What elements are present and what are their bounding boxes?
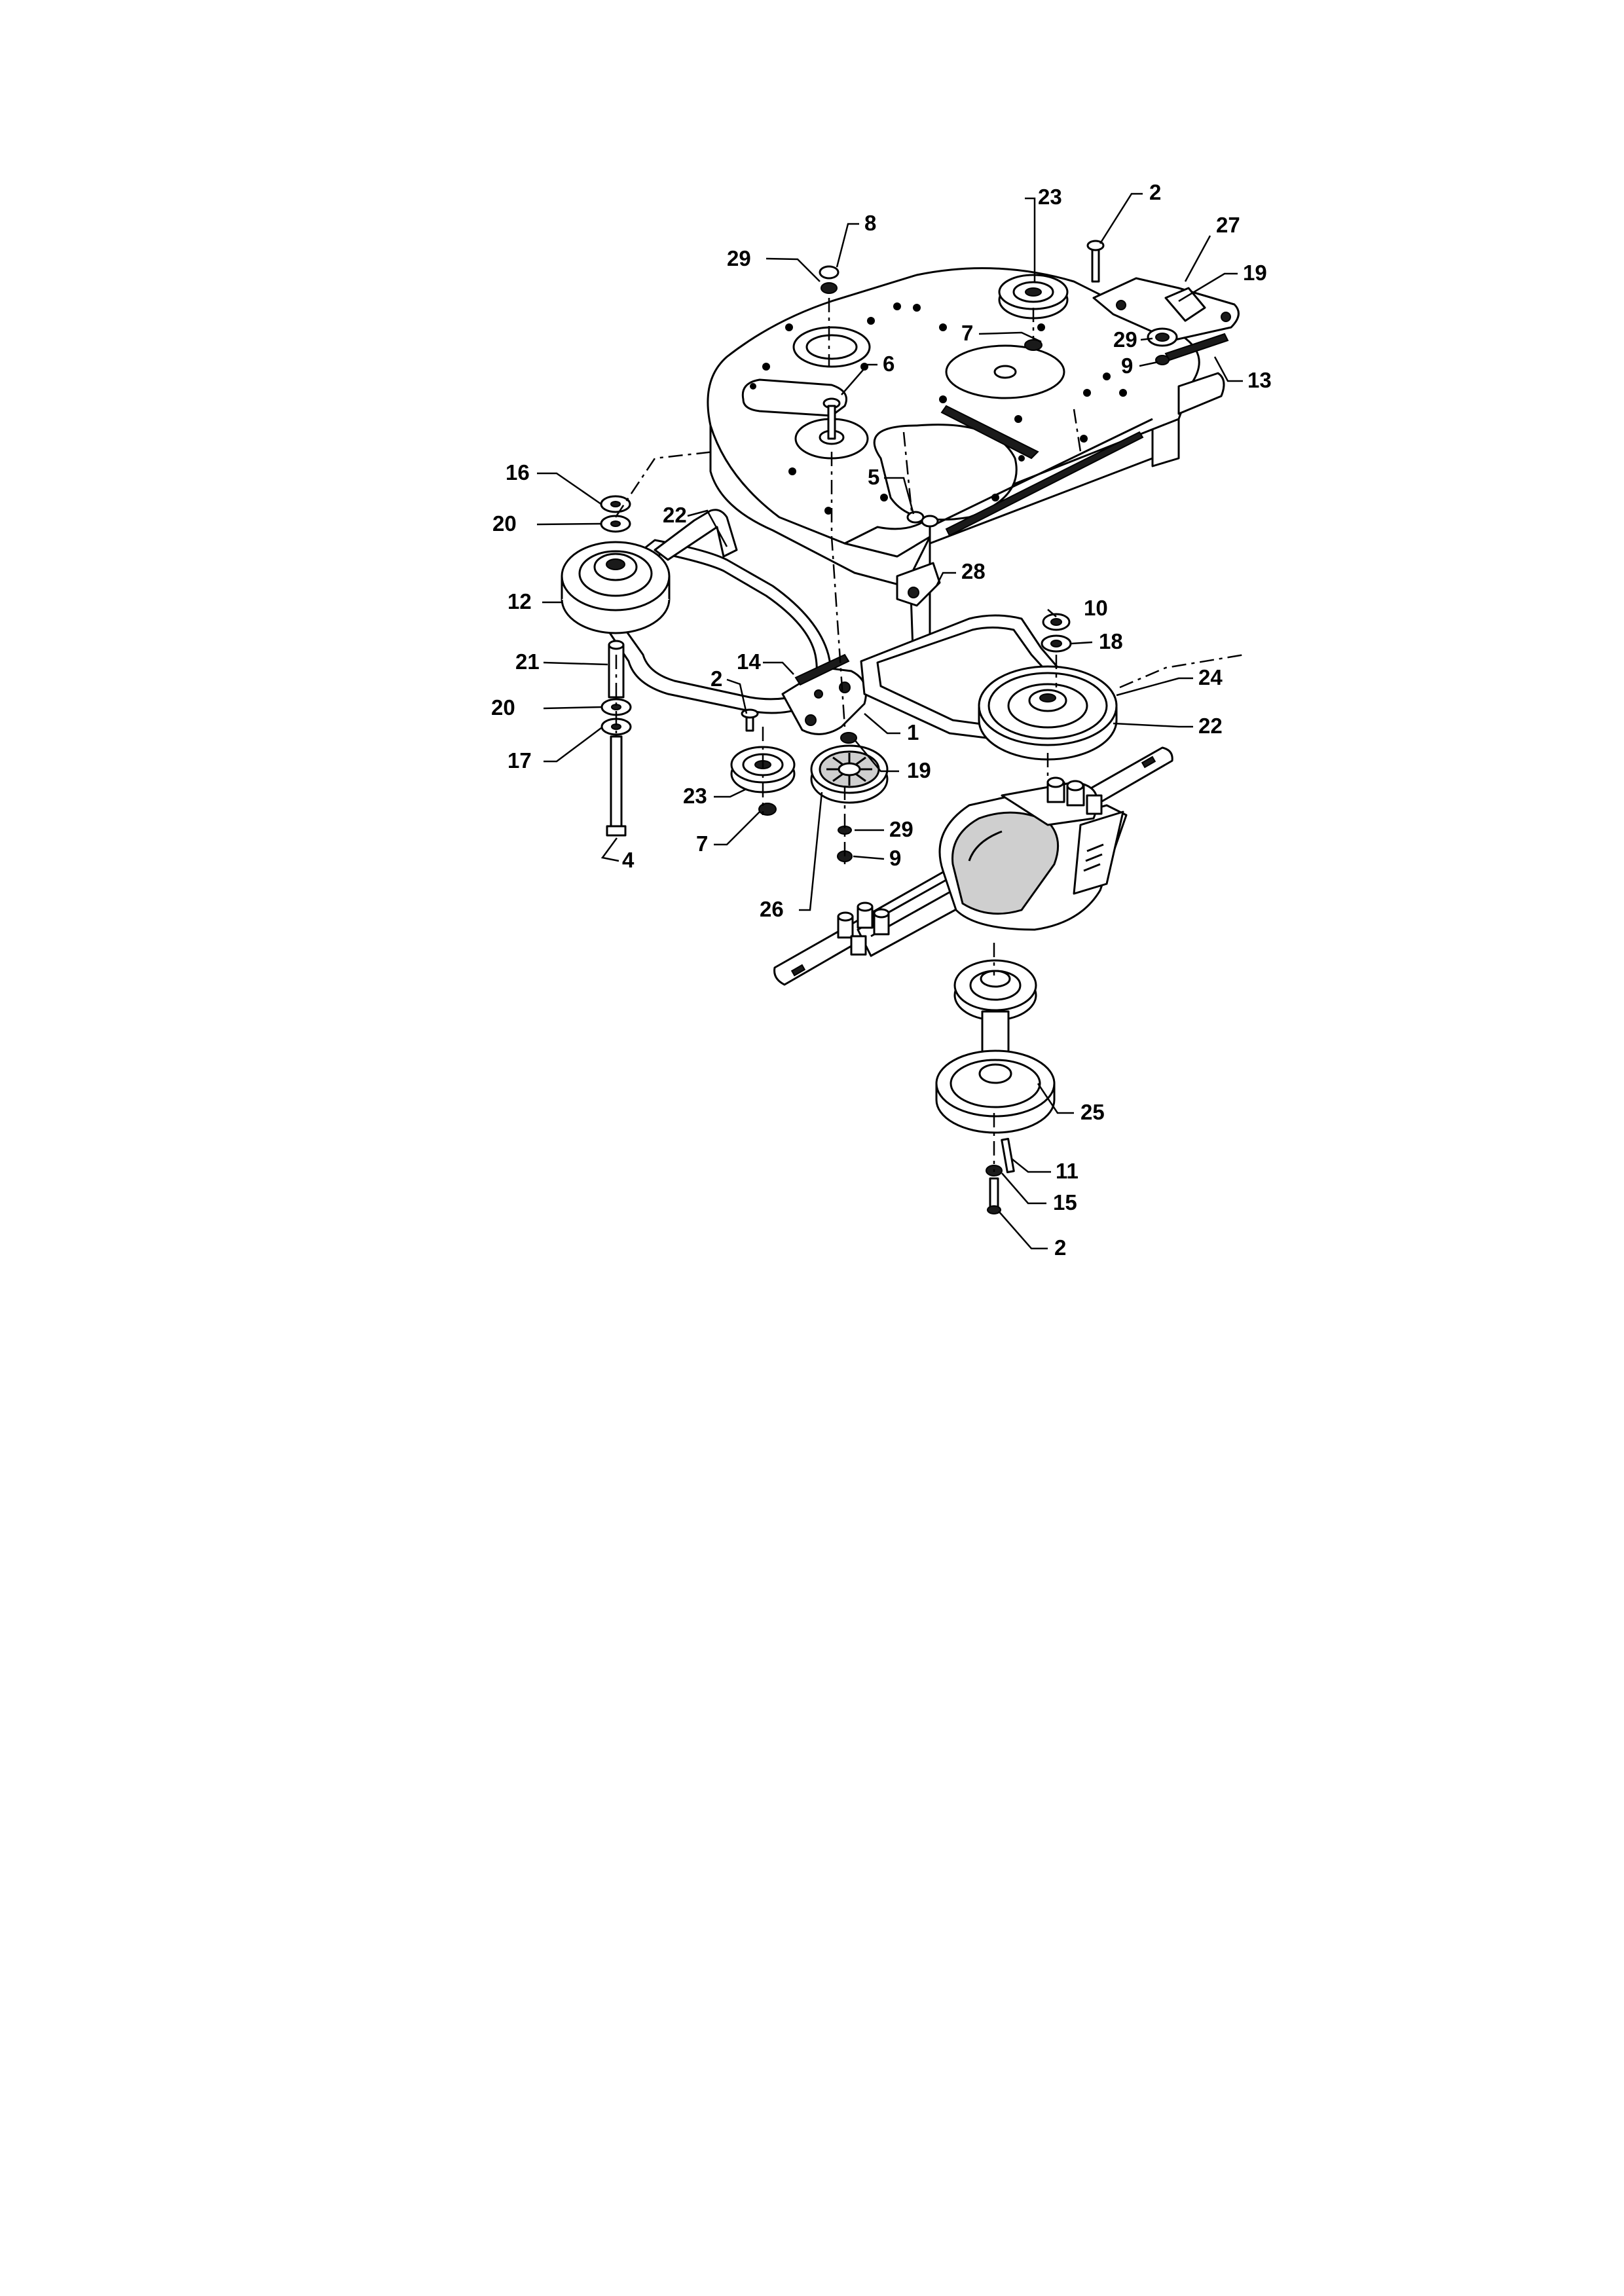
leader-lines <box>536 192 1243 1250</box>
callout-7: 7 <box>696 831 708 856</box>
callout-21: 21 <box>515 649 540 674</box>
chassis-plate <box>707 267 1225 669</box>
callout-20: 20 <box>491 695 515 720</box>
idler-bracket <box>1092 277 1240 342</box>
callout-8: 8 <box>864 211 876 235</box>
callout-15: 15 <box>1053 1190 1077 1214</box>
bolt <box>822 397 841 440</box>
spring <box>794 653 850 686</box>
callout-4: 4 <box>622 848 635 872</box>
callout-13: 13 <box>1247 368 1272 392</box>
callout-18: 18 <box>1099 629 1123 653</box>
callout-2: 2 <box>710 666 722 691</box>
callout-6: 6 <box>883 352 895 376</box>
bolt <box>1086 240 1105 283</box>
callout-22: 22 <box>1198 714 1223 738</box>
callout-28: 28 <box>961 559 986 583</box>
callout-9: 9 <box>1121 354 1133 378</box>
callout-29: 29 <box>1113 327 1137 352</box>
callout-24: 24 <box>1198 665 1223 689</box>
callout-7: 7 <box>961 321 973 345</box>
callout-12: 12 <box>507 589 532 613</box>
transaxle-pulley <box>935 959 1056 1134</box>
callout-labels: 8 29 23 2 27 19 29 9 13 7 6 16 20 22 5 2… <box>491 180 1272 1260</box>
callout-17: 17 <box>507 748 532 773</box>
assembly-centerlines <box>614 298 1245 1172</box>
callout-26: 26 <box>760 897 784 921</box>
callout-23: 23 <box>1038 185 1062 209</box>
idler-pulley-top <box>998 274 1069 319</box>
callout-23: 23 <box>683 784 707 808</box>
callout-27: 27 <box>1216 213 1240 237</box>
callout-16: 16 <box>506 460 530 484</box>
callout-19: 19 <box>1243 261 1267 285</box>
drive-pulley-left <box>561 541 671 634</box>
callout-2: 2 <box>1149 180 1161 204</box>
callout-25: 25 <box>1080 1100 1105 1124</box>
callout-29: 29 <box>727 246 751 270</box>
callout-9: 9 <box>889 846 901 870</box>
callout-2: 2 <box>1054 1235 1066 1260</box>
callout-11: 11 <box>1056 1159 1079 1183</box>
callout-22: 22 <box>663 503 687 527</box>
callout-1: 1 <box>907 720 919 744</box>
callout-29: 29 <box>889 817 913 841</box>
transaxle <box>773 746 1173 986</box>
callout-19: 19 <box>907 758 931 782</box>
callout-14: 14 <box>737 649 761 674</box>
callout-10: 10 <box>1084 596 1108 620</box>
transmission-pulley <box>978 665 1118 761</box>
callout-20: 20 <box>492 511 517 536</box>
bracket <box>896 562 941 607</box>
flat-idler-pulley <box>810 744 889 804</box>
callout-5: 5 <box>868 465 879 489</box>
